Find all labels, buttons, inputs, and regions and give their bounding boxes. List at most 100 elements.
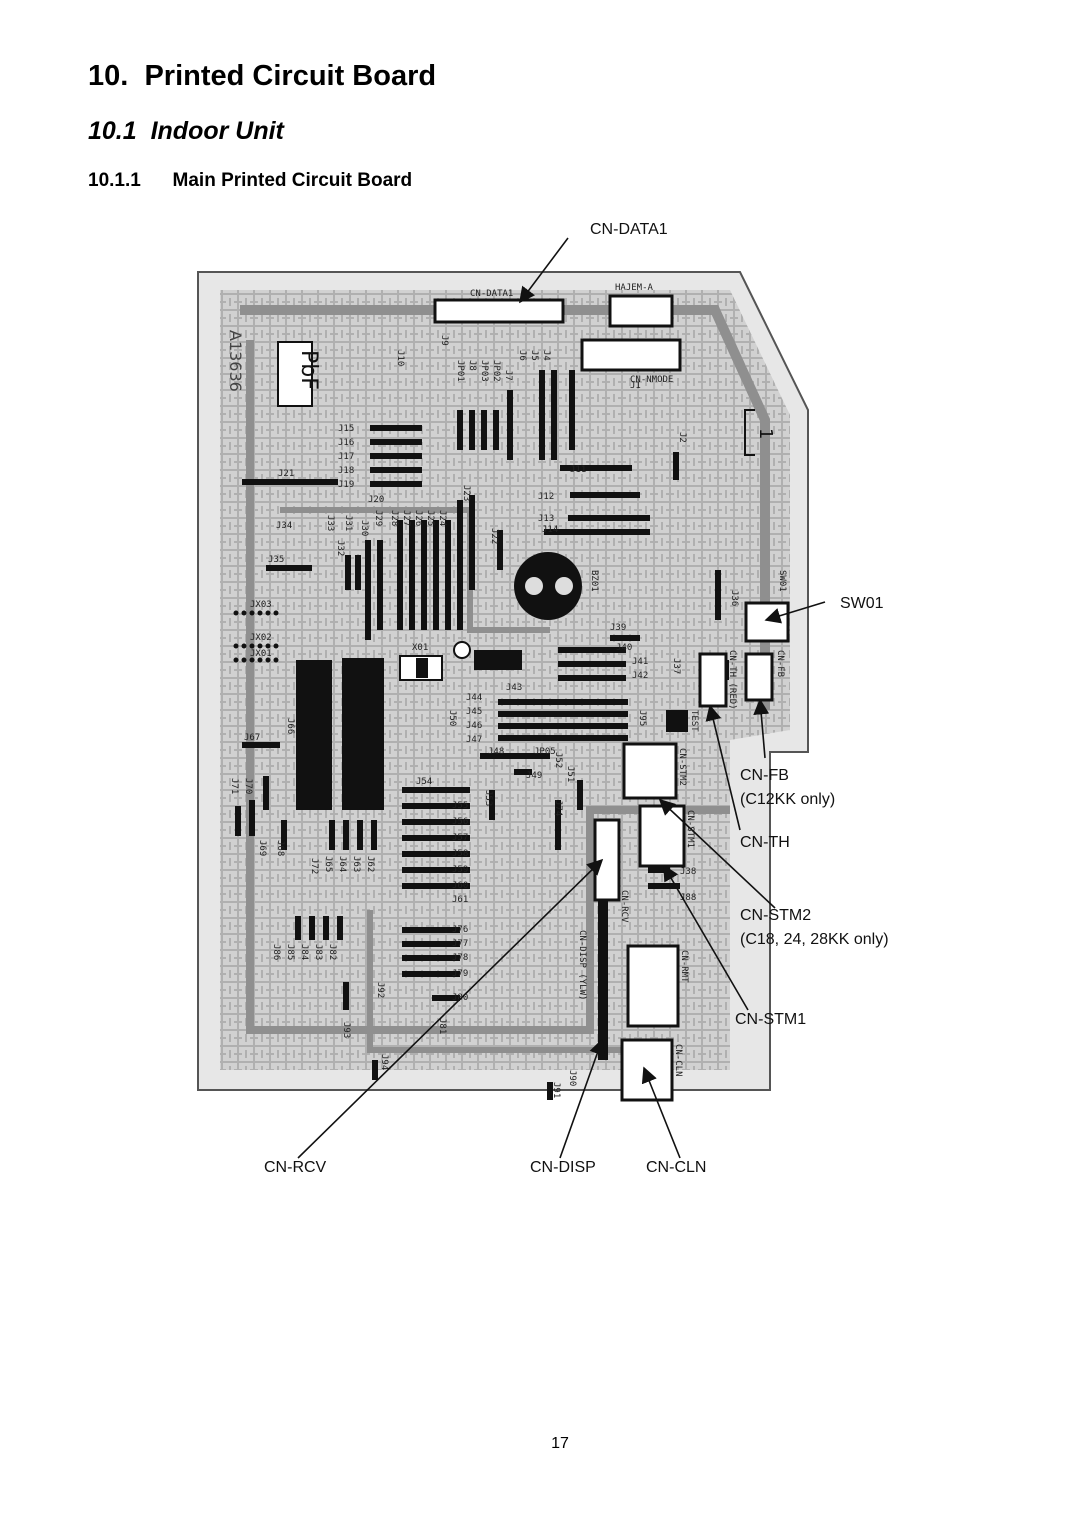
- cn-cln-connector: [620, 1038, 674, 1102]
- subsection-heading: 10.1.1 Main Printed Circuit Board: [88, 170, 412, 192]
- section-number: 10.1: [88, 117, 137, 145]
- ic-left: [296, 660, 332, 810]
- callout-cn-fb-note: (C12KK only): [740, 791, 835, 808]
- svg-text:J40: J40: [616, 643, 632, 653]
- svg-text:J1: J1: [630, 381, 641, 391]
- svg-text:JX02: JX02: [250, 633, 272, 643]
- callout-sw01: SW01: [840, 595, 884, 612]
- svg-text:J69: J69: [257, 840, 267, 856]
- jumper-silk-lower-column: J55 J56 J57 J58 J59 J60 J61 J54 J53 J52 …: [416, 752, 575, 905]
- jumper-bars-left: [242, 425, 422, 748]
- cn-disp-silk: CN-DISP (YLW): [577, 930, 587, 1000]
- ic-right: [342, 658, 384, 810]
- callout-cn-cln: CN-CLN: [646, 1159, 706, 1176]
- svg-text:J50: J50: [447, 710, 457, 726]
- svg-text:JP05: JP05: [534, 747, 556, 757]
- svg-text:J84: J84: [299, 944, 309, 960]
- svg-text:J74: J74: [553, 800, 563, 816]
- callout-cn-fb: CN-FB: [740, 767, 789, 784]
- crystal-silk: X01: [412, 643, 428, 653]
- svg-text:J28: J28: [389, 510, 399, 526]
- svg-text:J24: J24: [437, 510, 447, 526]
- svg-text:J2: J2: [677, 432, 687, 443]
- svg-text:J42: J42: [632, 671, 648, 681]
- hajem-connector: [608, 294, 674, 328]
- jumper-silk-right-column: J11 J12 J13 J14 J39 J40 J41 J42 J37 J36: [538, 465, 739, 681]
- cn-data1-connector: [433, 298, 565, 324]
- svg-text:J81: J81: [437, 1018, 447, 1034]
- svg-text:J44: J44: [466, 693, 482, 703]
- svg-text:J15: J15: [338, 424, 354, 434]
- svg-text:J26: J26: [413, 510, 423, 526]
- jumper-bars-middle: [343, 699, 680, 1100]
- test-silk: TEST: [689, 710, 699, 732]
- svg-text:J43: J43: [506, 683, 522, 693]
- svg-text:J91: J91: [551, 1082, 561, 1098]
- svg-text:J60: J60: [452, 881, 468, 891]
- svg-text:J53: J53: [483, 790, 493, 806]
- jx-pin-rows: [233, 610, 279, 663]
- svg-text:J83: J83: [313, 944, 323, 960]
- svg-text:J51: J51: [565, 766, 575, 782]
- svg-text:JX03: JX03: [250, 600, 272, 610]
- svg-text:J66: J66: [285, 718, 295, 734]
- svg-text:J18: J18: [338, 466, 354, 476]
- svg-text:J7: J7: [503, 370, 513, 381]
- svg-text:J70: J70: [243, 778, 253, 794]
- svg-text:J6: J6: [517, 350, 527, 361]
- chapter-number: 10.: [88, 60, 129, 92]
- callout-cn-stm2-note: (C18, 24, 28KK only): [740, 931, 889, 948]
- page-number: 17: [551, 1435, 569, 1452]
- chapter-heading: 10. Printed Circuit Board: [88, 60, 436, 93]
- svg-text:J54: J54: [416, 777, 432, 787]
- jumper-silk-left-column: J15 J16 J17 J18 J19: [338, 424, 354, 490]
- svg-text:J37: J37: [671, 658, 681, 674]
- subsection-title: Main Printed Circuit Board: [172, 170, 413, 191]
- svg-text:J94: J94: [379, 1054, 389, 1070]
- sw01-silk: SW01: [777, 570, 787, 592]
- cn-th-silk: CN-TH (RED): [727, 650, 737, 710]
- hajem-silk: HAJEM-A: [615, 283, 654, 293]
- cn-rmt-silk: CN-RMT: [679, 950, 689, 983]
- svg-text:J95: J95: [637, 710, 647, 726]
- svg-text:J48: J48: [488, 747, 504, 757]
- svg-text:JP03: JP03: [479, 360, 489, 382]
- buzzer-pin-1: [525, 577, 543, 595]
- test-pad: [666, 710, 688, 732]
- svg-text:J52: J52: [553, 752, 563, 768]
- jumper-silk-top-row: J10 J9 JP01 J8 JP03 JP02 J7 J6 J5 J4: [395, 335, 551, 382]
- svg-text:J11: J11: [570, 465, 586, 475]
- callout-arrows: [297, 237, 826, 1159]
- svg-text:J67: J67: [244, 733, 260, 743]
- svg-text:J35: J35: [268, 555, 284, 565]
- cn-rcv-connector: [593, 818, 621, 902]
- svg-text:J62: J62: [365, 856, 375, 872]
- svg-text:J56: J56: [452, 817, 468, 827]
- callout-cn-stm2: CN-STM2: [740, 907, 811, 924]
- cn-stm2-silk: CN-STM2: [677, 748, 687, 786]
- svg-text:J92: J92: [375, 982, 385, 998]
- cn-disp-connector: [598, 900, 608, 1060]
- svg-text:J39: J39: [610, 623, 626, 633]
- svg-text:J82: J82: [327, 944, 337, 960]
- svg-text:J36: J36: [729, 590, 739, 606]
- pin-one-bracket: [744, 409, 755, 456]
- svg-text:J8: J8: [467, 360, 477, 371]
- svg-text:J65: J65: [323, 856, 333, 872]
- svg-text:J47: J47: [466, 735, 482, 745]
- jumper-bars-lower-left: [235, 776, 377, 940]
- jumper-silk-vertical-row: J33 J31 J32 J30 J29 J28 J27 J26 J25 J24 …: [325, 485, 499, 556]
- svg-text:JX01: JX01: [250, 649, 272, 659]
- svg-text:J59: J59: [452, 865, 468, 875]
- cn-cln-silk: CN-CLN: [673, 1044, 683, 1077]
- svg-text:J5: J5: [529, 350, 539, 361]
- svg-text:J34: J34: [276, 521, 292, 531]
- cn-fb-silk: CN-FB: [775, 650, 785, 677]
- svg-text:J22: J22: [489, 528, 499, 544]
- callout-cn-rcv: CN-RCV: [264, 1159, 327, 1176]
- buzzer-silk: BZ01: [589, 570, 599, 592]
- cn-stm1-connector: [638, 804, 686, 868]
- svg-text:J93: J93: [341, 1022, 351, 1038]
- buzzer-pin-2: [555, 577, 573, 595]
- svg-text:J71: J71: [229, 778, 239, 794]
